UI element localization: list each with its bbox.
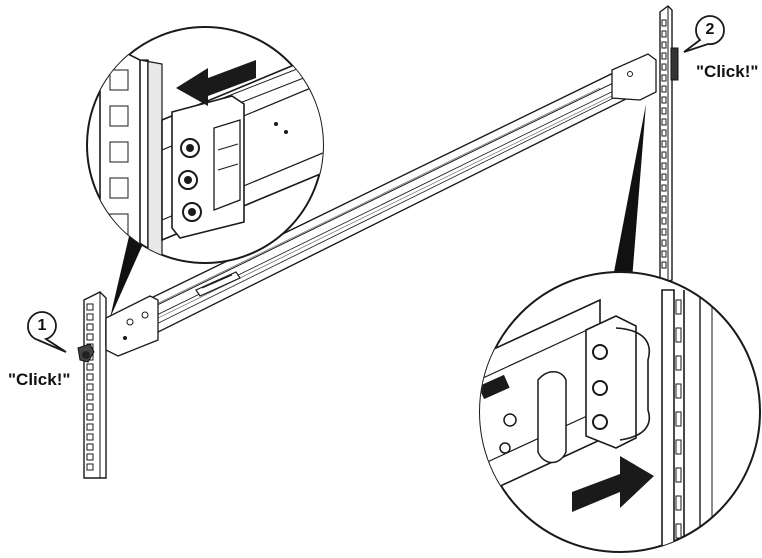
rack-hole xyxy=(661,162,667,170)
rack-hole xyxy=(86,443,94,451)
rack-hole xyxy=(661,74,667,82)
zoom-pointer-bottom-right xyxy=(614,104,646,280)
rack-hole xyxy=(661,239,667,247)
rack-hole xyxy=(675,411,682,427)
rack-hole xyxy=(661,151,667,159)
rack-hole xyxy=(86,313,94,321)
front-bracket xyxy=(105,295,159,357)
rack-hole xyxy=(109,213,129,235)
slide-rail xyxy=(105,53,657,357)
rack-hole xyxy=(109,69,129,91)
arrow-right-icon xyxy=(572,456,654,530)
rack-hole xyxy=(661,30,667,38)
zoom-pointer-top-left xyxy=(110,228,150,318)
rack-hole xyxy=(661,173,667,181)
rack-hole xyxy=(86,413,94,421)
right-rack-post xyxy=(659,5,679,285)
rack-hole xyxy=(86,303,94,311)
rack-hole xyxy=(661,250,667,258)
rack-hole xyxy=(86,363,94,371)
rack-hole xyxy=(86,323,94,331)
rack-hole xyxy=(661,63,667,71)
step-1-click-label: "Click!" xyxy=(8,370,71,389)
rack-hole xyxy=(661,52,667,60)
rack-hole xyxy=(675,439,682,455)
step-2-click-label: "Click!" xyxy=(696,62,759,81)
rack-hole xyxy=(661,96,667,104)
step-2-callout xyxy=(683,15,725,53)
rack-hole xyxy=(675,383,682,399)
release-tab xyxy=(195,271,241,297)
rack-hole xyxy=(675,299,682,315)
rack-hole xyxy=(86,383,94,391)
rack-hole xyxy=(661,41,667,49)
left-post-holes xyxy=(86,303,94,471)
rack-hole xyxy=(675,327,682,343)
rack-hole xyxy=(109,141,129,163)
detail-view-rear xyxy=(479,271,761,553)
arrow-left-icon xyxy=(176,60,256,106)
rack-hole xyxy=(661,206,667,214)
rack-hole xyxy=(661,85,667,93)
right-post-holes xyxy=(661,19,667,269)
rack-hole xyxy=(86,393,94,401)
rack-hole xyxy=(109,177,129,199)
step-1-callout xyxy=(27,311,67,353)
rack-hole xyxy=(675,495,682,511)
right-latch xyxy=(670,47,679,81)
rack-hole xyxy=(86,403,94,411)
rack-hole xyxy=(86,453,94,461)
rack-hole xyxy=(661,107,667,115)
rack-hole xyxy=(675,523,682,539)
rack-hole xyxy=(86,423,94,431)
rack-hole xyxy=(661,195,667,203)
rack-hole xyxy=(661,140,667,148)
rack-hole xyxy=(661,217,667,225)
rack-hole xyxy=(661,19,667,27)
rack-hole xyxy=(109,105,129,127)
rack-hole xyxy=(661,118,667,126)
rack-hole xyxy=(675,355,682,371)
rack-hole xyxy=(661,129,667,137)
rear-bracket xyxy=(611,53,657,101)
step-1-number: 1 xyxy=(37,317,47,334)
rack-hole xyxy=(86,333,94,341)
rack-hole xyxy=(86,433,94,441)
front-latch xyxy=(77,343,95,363)
rack-hole xyxy=(675,467,682,483)
rack-hole xyxy=(661,228,667,236)
rack-hole xyxy=(86,373,94,381)
step-2-number: 2 xyxy=(705,21,715,38)
left-rack-post xyxy=(83,291,107,479)
rack-hole xyxy=(661,261,667,269)
rack-hole xyxy=(661,184,667,192)
rack-hole xyxy=(86,463,94,471)
